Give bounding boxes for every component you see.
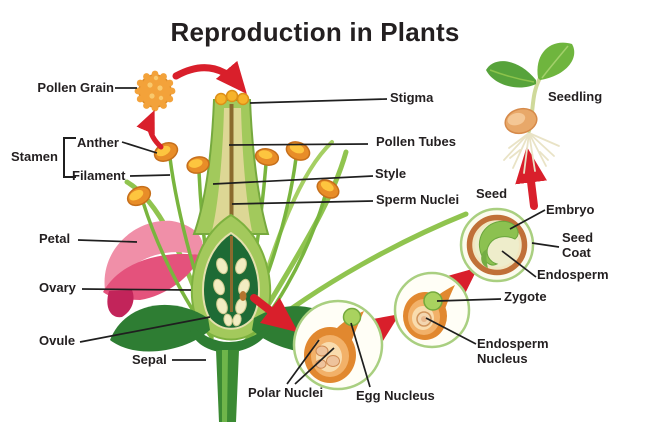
label-seed: Seed: [476, 186, 508, 201]
diagram-title: Reproduction in Plants: [170, 17, 460, 47]
seedling-leaves: [486, 42, 575, 88]
seedling-illustration: [486, 42, 575, 174]
label-style: Style: [375, 166, 407, 181]
seed-in-soil-illustration: [504, 107, 538, 135]
label-ovary: Ovary: [39, 280, 76, 295]
label-stigma: Stigma: [390, 90, 434, 105]
leader-lines: [63, 87, 560, 388]
petal-illustration: [103, 220, 203, 318]
egg-nucleus-illustration: [342, 307, 362, 327]
label-zygote: Zygote: [504, 289, 547, 304]
label-petal: Petal: [39, 231, 71, 246]
arrow-ovary-to-ovule-stage: [250, 294, 299, 333]
embryo-illustration: [478, 220, 519, 266]
highlighted-ovule: [239, 291, 247, 301]
flower-illustration: [103, 89, 469, 422]
stem-illustration: [216, 350, 239, 422]
anthers: [126, 141, 340, 207]
label-embryo: Embryo: [546, 202, 595, 217]
pistil-illustration: [192, 89, 270, 308]
label-sperm-nuclei: Sperm Nuclei: [376, 192, 460, 207]
label-pollen-grain: Pollen Grain: [37, 80, 114, 95]
ovules: [213, 257, 250, 327]
label-filament: Filament: [72, 168, 126, 183]
label-sepal: Sepal: [132, 352, 167, 367]
ovary-illustration: [190, 213, 272, 341]
zygote-stage-circle: [393, 271, 471, 349]
label-endosperm: Endosperm: [537, 267, 609, 282]
roots-illustration: [503, 132, 560, 174]
label-pollen-tubes: Pollen Tubes: [376, 134, 456, 149]
label-egg-nucleus: Egg Nucleus: [356, 388, 435, 403]
label-endosperm-nucleus: Endosperm Nucleus: [477, 336, 549, 366]
arrow-pollen-to-stigma: [172, 60, 247, 94]
arrow-anther-to-pollen: [136, 110, 164, 150]
label-seed-coat: Seed Coat: [562, 230, 594, 260]
seed-illustration: [459, 207, 535, 283]
label-anther: Anther: [77, 135, 119, 150]
label-ovule: Ovule: [39, 333, 76, 348]
pollen-grain-illustration: [134, 70, 176, 112]
ovule-stage-circle: [292, 299, 384, 391]
label-seedling: Seedling: [548, 89, 603, 104]
label-polar-nuclei: Polar Nuclei: [248, 385, 324, 400]
stamen-bracket: [63, 137, 76, 178]
label-stamen: Stamen: [11, 149, 58, 164]
style-line: [229, 104, 234, 308]
arrow-seed-to-seedling: [515, 146, 547, 210]
